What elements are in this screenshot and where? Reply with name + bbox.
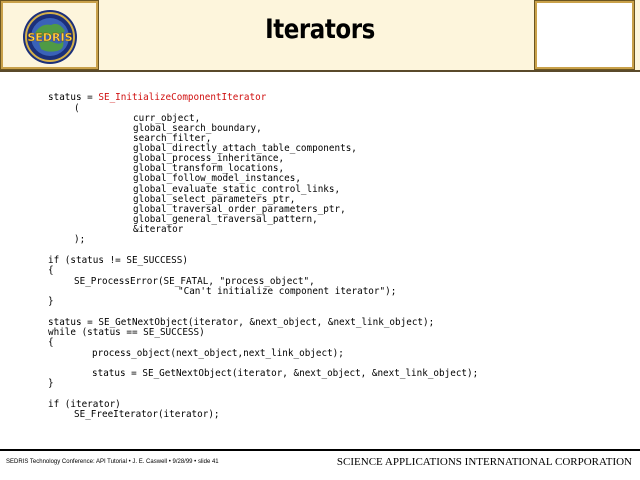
logo-text: SEDRIS bbox=[27, 31, 72, 44]
code-close-paren: ); bbox=[74, 234, 86, 245]
sedris-logo-icon: SEDRIS bbox=[23, 10, 77, 64]
right-header-frame bbox=[534, 0, 635, 70]
code-arg: global_general_traversal_pattern, bbox=[133, 214, 318, 225]
code-arg: global_select_parameters_ptr, bbox=[133, 194, 296, 205]
code-arg: global_directly_attach_table_components, bbox=[133, 143, 357, 154]
slide-header: SEDRIS Iterators bbox=[0, 0, 640, 72]
code-listing: status = SE_InitializeComponentIterator … bbox=[48, 93, 479, 420]
code-function-initialize: SE_InitializeComponentIterator bbox=[98, 92, 267, 103]
code-arg: curr_object, bbox=[133, 113, 201, 124]
code-arg: global_follow_model_instances, bbox=[133, 173, 301, 184]
code-arg: global_transform_locations, bbox=[133, 163, 285, 174]
code-line: while (status == SE_SUCCESS) bbox=[48, 327, 205, 338]
slide-title: Iterators bbox=[265, 14, 375, 45]
code-line: } bbox=[48, 296, 54, 307]
code-line: "Can't initialize component iterator"); bbox=[178, 286, 397, 297]
code-line: { bbox=[48, 337, 54, 348]
footer-company: SCIENCE APPLICATIONS INTERNATIONAL CORPO… bbox=[336, 456, 632, 468]
code-line: SE_FreeIterator(iterator); bbox=[74, 409, 220, 420]
code-open-paren: ( bbox=[74, 103, 80, 114]
code-line: { bbox=[48, 265, 54, 276]
code-arg: global_search_boundary, bbox=[133, 123, 262, 134]
code-arg: &iterator bbox=[133, 224, 184, 235]
code-line: if (iterator) bbox=[48, 399, 121, 410]
code-line: } bbox=[48, 378, 54, 389]
code-arg: global_process_inheritance, bbox=[133, 153, 285, 164]
code-line: SE_ProcessError(SE_FATAL, "process_objec… bbox=[74, 276, 315, 287]
code-status-assign: status = bbox=[48, 92, 99, 103]
code-arg: global_traversal_order_parameters_ptr, bbox=[133, 204, 346, 215]
code-line: status = SE_GetNextObject(iterator, &nex… bbox=[48, 317, 435, 328]
code-line: status = SE_GetNextObject(iterator, &nex… bbox=[92, 368, 479, 379]
code-line: if (status != SE_SUCCESS) bbox=[48, 255, 188, 266]
code-line-initialize: status = SE_InitializeComponentIterator bbox=[48, 93, 266, 103]
slide-footer: SEDRIS Technology Conference: API Tutori… bbox=[0, 449, 640, 480]
footer-caption: SEDRIS Technology Conference: API Tutori… bbox=[6, 459, 219, 465]
code-arg: global_evaluate_static_control_links, bbox=[133, 184, 341, 195]
code-line: process_object(next_object,next_link_obj… bbox=[92, 348, 344, 359]
logo-frame: SEDRIS bbox=[0, 0, 99, 70]
code-arg: search_filter, bbox=[133, 133, 212, 144]
